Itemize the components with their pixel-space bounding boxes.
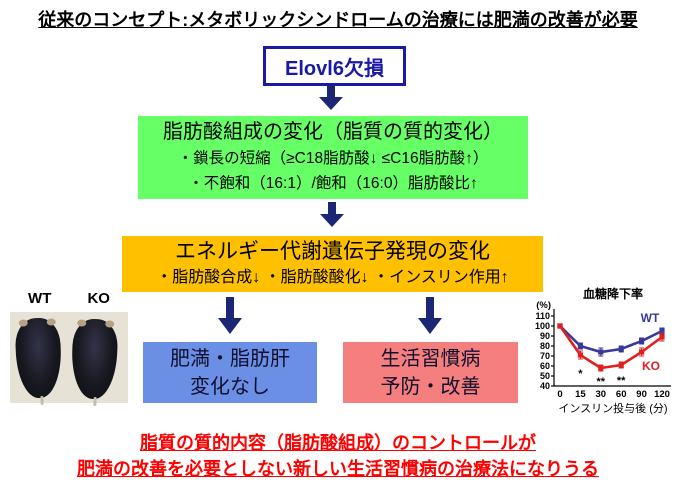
svg-text:(%): (%): [536, 300, 551, 311]
svg-text:100: 100: [535, 321, 550, 331]
arrow-head: [218, 318, 242, 334]
svg-text:120: 120: [654, 389, 670, 400]
arrow-stem: [426, 297, 434, 318]
green-box-line2: ・不飽和（16:1）/飽和（16:0）脂肪酸比↑: [188, 175, 478, 192]
svg-text:*: *: [578, 368, 583, 380]
mouse-tail: [92, 396, 97, 407]
arrow-head: [319, 97, 343, 110]
svg-text:70: 70: [540, 351, 550, 361]
svg-text:インスリン投与後 (分): インスリン投与後 (分): [558, 401, 667, 415]
svg-text:30: 30: [596, 389, 607, 400]
blue-box-line1: 肥満・脂肪肝: [170, 347, 290, 370]
mouse-tail: [39, 395, 44, 405]
arrow-head: [320, 214, 344, 227]
arrow-down-icon: [319, 85, 343, 110]
fatty-acid-change-box: 脂肪酸組成の変化（脂質の質的変化） ・鎖長の短縮（≥C18脂肪酸↓ ≤C16脂肪…: [138, 116, 528, 199]
ko-label: KO: [87, 290, 110, 307]
svg-text:血糖降下率: 血糖降下率: [583, 286, 643, 301]
obesity-no-change-box: 肥満・脂肪肝 変化なし: [143, 342, 317, 403]
arrow-stem: [226, 297, 234, 318]
wt-mouse-image: [14, 317, 63, 405]
arrow-stem: [327, 85, 335, 97]
conclusion-line1: 脂質の質的内容（脂肪酸組成）のコントロールが: [140, 433, 536, 453]
mice-labels: WT KO: [10, 290, 128, 307]
svg-text:60: 60: [616, 389, 627, 400]
ko-mouse-image: [70, 318, 119, 407]
energy-metabolism-box: エネルギー代謝遺伝子発現の変化 ・脂肪酸合成↓ ・脂肪酸酸化↓ ・インスリン作用…: [122, 236, 543, 292]
red-box-line2: 予防・改善: [380, 375, 481, 398]
arrow-head: [418, 318, 442, 334]
arrow-stem: [328, 202, 336, 214]
orange-box-heading: エネルギー代謝遺伝子発現の変化: [175, 240, 490, 263]
arrow-down-icon: [218, 297, 242, 334]
arrow-down-icon: [418, 297, 442, 334]
mouse-ear: [105, 320, 115, 328]
svg-text:90: 90: [636, 389, 647, 400]
green-box-heading: 脂肪酸組成の変化（脂質の質的変化）: [163, 121, 503, 143]
svg-text:WT: WT: [641, 311, 660, 325]
elovl6-box: Elovl6欠損: [263, 46, 406, 86]
blue-box-line2: 変化なし: [190, 375, 270, 398]
wt-label: WT: [28, 290, 52, 307]
svg-text:**: **: [597, 376, 606, 388]
mouse-ear: [18, 319, 28, 327]
orange-box-line1: ・脂肪酸合成↓ ・脂肪酸酸化↓ ・インスリン作用↑: [156, 269, 509, 286]
svg-text:**: **: [617, 375, 626, 387]
svg-text:KO: KO: [642, 359, 660, 373]
green-box-line1: ・鎖長の短縮（≥C18脂肪酸↓ ≤C16脂肪酸↑）: [177, 150, 489, 167]
svg-text:80: 80: [540, 341, 550, 351]
red-box-line1: 生活習慣病: [380, 347, 481, 370]
lifestyle-disease-box: 生活習慣病 予防・改善: [343, 342, 518, 403]
svg-text:15: 15: [575, 389, 586, 400]
svg-text:0: 0: [557, 389, 562, 400]
mouse-ear: [77, 319, 87, 327]
svg-text:110: 110: [535, 311, 550, 321]
svg-text:50: 50: [540, 371, 550, 381]
elovl6-box-label: Elovl6欠損: [285, 57, 384, 80]
svg-text:40: 40: [540, 381, 550, 391]
svg-text:90: 90: [540, 331, 550, 341]
conclusion-line2: 肥満の改善を必要としない新しい生活習慣病の治療法になりうる: [77, 459, 599, 479]
mice-photo: [10, 312, 128, 407]
arrow-down-icon: [320, 202, 344, 227]
page-title: 従来のコンセプト:メタボリックシンドロームの治療には肥満の改善が必要: [38, 10, 638, 30]
svg-text:60: 60: [540, 361, 550, 371]
mouse-ear: [46, 318, 56, 326]
